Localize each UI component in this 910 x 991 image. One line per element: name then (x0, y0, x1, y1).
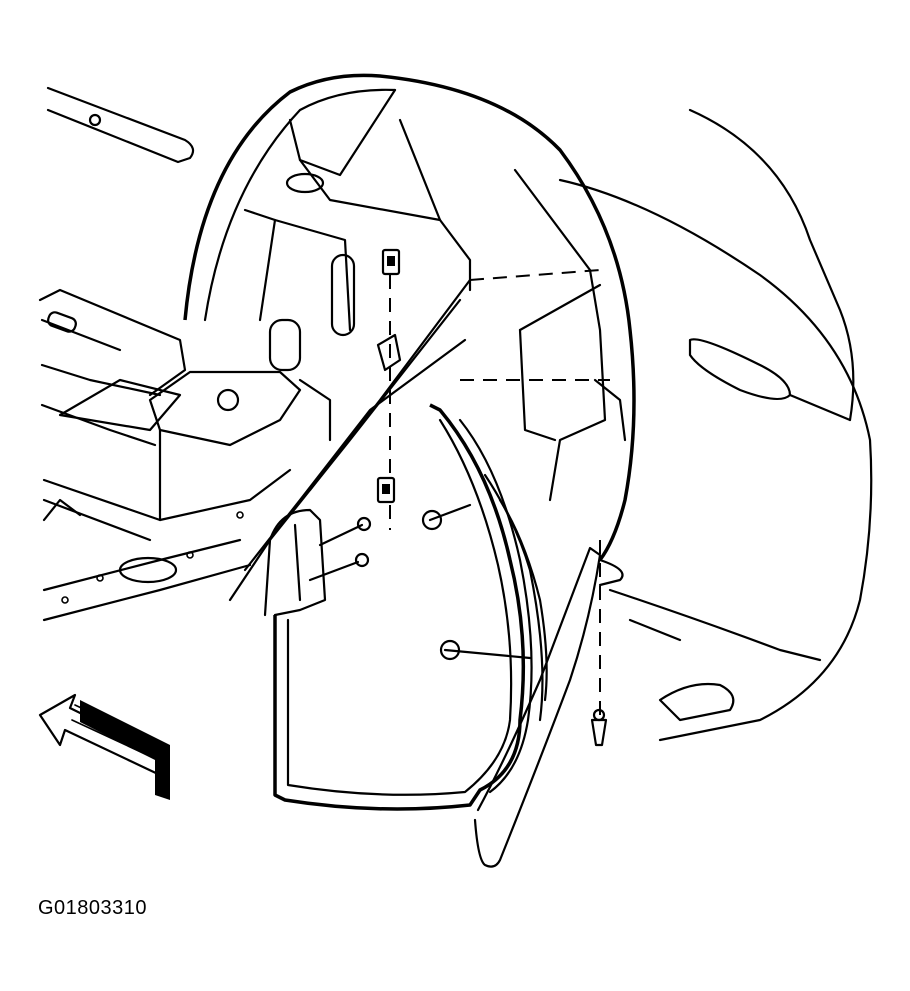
fender-panel (558, 108, 873, 742)
front-direction-arrow-icon (38, 693, 170, 800)
frame-rail (38, 86, 302, 622)
mud-flap (473, 546, 602, 868)
inner-wheelhouse (183, 73, 636, 562)
figure-id-label: G01803310 (38, 897, 148, 919)
retainers (376, 248, 610, 747)
bolts (308, 503, 532, 661)
wheelhouse-liner (228, 278, 548, 811)
